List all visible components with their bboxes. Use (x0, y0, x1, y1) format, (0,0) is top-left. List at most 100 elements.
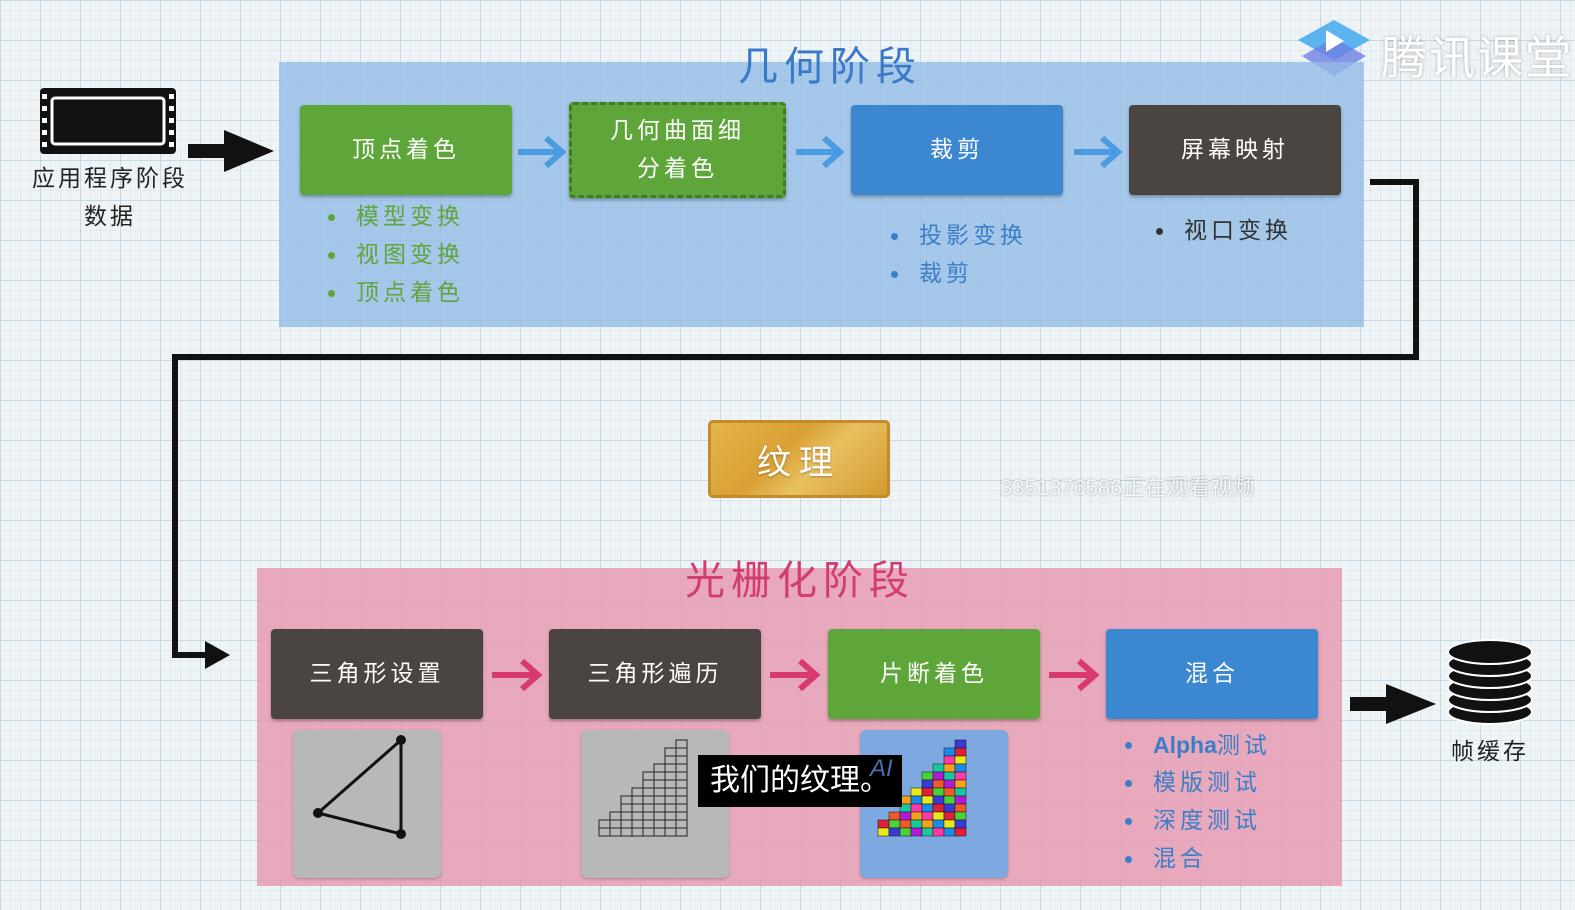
pixel-cell (921, 795, 934, 805)
vertex-shading-label: 顶点着色 (352, 137, 460, 163)
pixel-cell (954, 787, 967, 797)
pixel-cell (653, 787, 666, 797)
subtitle-ai-tag: AI (870, 755, 893, 782)
pixel-cell (954, 763, 967, 773)
film-frame-icon (40, 88, 176, 154)
pixel-cell (664, 755, 677, 765)
triangle-setup-thumbnail (293, 730, 441, 878)
pixel-cell (620, 803, 633, 813)
pixel-cell (932, 779, 945, 789)
pixel-cell (653, 827, 666, 837)
pixel-cell (932, 787, 945, 797)
pixel-cell (943, 803, 956, 813)
pixel-cell (642, 827, 655, 837)
clip-bullet: 投影变换 (889, 217, 1027, 255)
pixel-cell (664, 763, 677, 773)
pixel-cell (932, 795, 945, 805)
pixel-cell (943, 755, 956, 765)
fragment-shading-box: 片断着色 (828, 629, 1040, 719)
pixel-cell (899, 819, 912, 829)
pixel-cell (653, 763, 666, 773)
pixel-cell (877, 827, 890, 837)
pixel-cell (609, 827, 622, 837)
clip-bullet: 裁剪 (889, 255, 1027, 293)
pixel-cell (653, 803, 666, 813)
pixel-cell (631, 787, 644, 797)
blend-bullet: 深度测试 (1123, 802, 1271, 840)
pixel-cell (943, 771, 956, 781)
pixel-cell (910, 803, 923, 813)
triangle-outline-icon (313, 735, 406, 839)
pixel-cell (932, 803, 945, 813)
raster-arrow-2 (770, 658, 821, 692)
pixel-cell (954, 803, 967, 813)
vertex-shading-box: 顶点着色 (300, 105, 512, 195)
triangle-setup-box: 三角形设置 (271, 629, 483, 719)
screen-bullets: 视口变换 (1154, 212, 1292, 250)
vertex-bullets: 模型变换 视图变换 顶点着色 (326, 198, 464, 312)
pixel-cell (653, 771, 666, 781)
pixel-cell (675, 747, 688, 757)
pixel-cell (943, 779, 956, 789)
pixel-cell (954, 811, 967, 821)
pixel-cell (943, 827, 956, 837)
pixel-cell (932, 763, 945, 773)
pixel-cell (675, 787, 688, 797)
app-stage-label-line1: 应用程序阶段 (32, 166, 188, 192)
pixel-cell (620, 811, 633, 821)
pixel-cell (943, 811, 956, 821)
pixel-cell (954, 739, 967, 749)
pixel-cell (910, 811, 923, 821)
pixel-cell (910, 827, 923, 837)
geometry-stage-title: 几何阶段 (738, 44, 922, 90)
app-stage-label: 应用程序阶段 数据 (20, 160, 200, 236)
alpha-text: Alpha (1153, 732, 1217, 758)
pixel-cell (631, 795, 644, 805)
geo-arrow-3 (1074, 135, 1122, 169)
pixel-cell (943, 763, 956, 773)
pixel-cell (653, 811, 666, 821)
pixel-cell (954, 771, 967, 781)
pixel-cell (899, 827, 912, 837)
pixel-cell (653, 819, 666, 829)
vertex-bullet: 视图变换 (326, 236, 464, 274)
geo-arrow-2 (796, 135, 844, 169)
pixel-cell (899, 811, 912, 821)
triangle-traversal-box: 三角形遍历 (549, 629, 761, 719)
colored-pixel-triangle-icon (877, 739, 967, 837)
database-stack-icon (1447, 639, 1533, 725)
frame-buffer-label: 帧缓存 (1451, 739, 1529, 765)
pixel-cell (921, 771, 934, 781)
pixel-cell (943, 747, 956, 757)
pixel-cell (675, 779, 688, 789)
clip-bullets: 投影变换 裁剪 (889, 217, 1027, 293)
pixel-cell (631, 803, 644, 813)
fragment-shading-label: 片断着色 (880, 661, 988, 687)
pixel-cell (675, 819, 688, 829)
pixel-cell (954, 779, 967, 789)
pixel-cell (642, 771, 655, 781)
pixel-cell (664, 779, 677, 789)
pixel-cell (642, 803, 655, 813)
clipping-label: 裁剪 (930, 137, 984, 163)
blend-bullets: Alpha测试 模版测试 深度测试 混合 (1123, 726, 1271, 878)
alpha-test-text: 测试 (1216, 733, 1271, 759)
pixel-cell (932, 827, 945, 837)
pixel-cell (664, 819, 677, 829)
pixel-cell (609, 819, 622, 829)
pixel-cell (932, 771, 945, 781)
vertex-bullet: 顶点着色 (326, 274, 464, 312)
pixel-cell (888, 811, 901, 821)
vertex-bullet: 模型变换 (326, 198, 464, 236)
pixel-cell (653, 795, 666, 805)
pixel-cell (664, 787, 677, 797)
pixel-cell (921, 803, 934, 813)
blend-bullet-alpha: Alpha测试 (1123, 726, 1271, 764)
pixel-cell (675, 803, 688, 813)
pixel-cell (921, 827, 934, 837)
app-to-geometry-arrow (188, 130, 274, 172)
connector-arrowhead (205, 641, 230, 669)
pixel-cell (675, 795, 688, 805)
triangle-setup-label: 三角形设置 (309, 661, 445, 687)
blending-label: 混合 (1185, 661, 1239, 687)
